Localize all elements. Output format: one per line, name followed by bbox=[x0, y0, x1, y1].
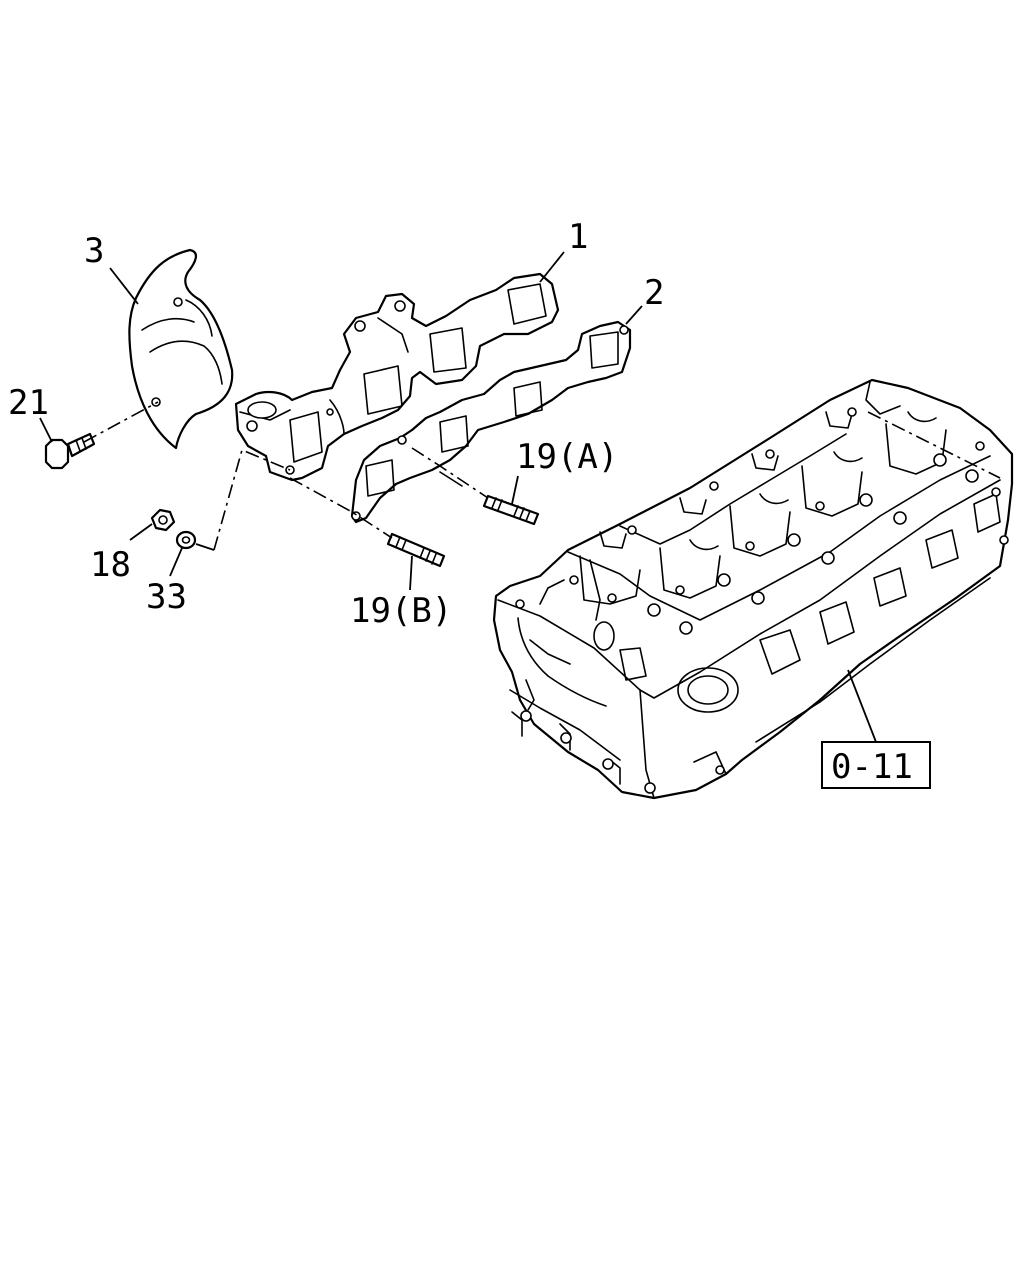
leader-lines bbox=[39, 251, 877, 743]
assembly-lines bbox=[83, 401, 489, 551]
heat-shield[interactable] bbox=[128, 248, 234, 450]
manifold-gasket[interactable] bbox=[350, 320, 632, 524]
stud-a[interactable] bbox=[482, 494, 540, 526]
bolt[interactable] bbox=[44, 432, 96, 470]
callout-33: 33 bbox=[146, 577, 187, 617]
callout-18: 18 bbox=[90, 545, 131, 585]
nut[interactable] bbox=[150, 508, 176, 532]
callout-labels: 1 2 3 21 18 33 19(A) 19(B) bbox=[8, 217, 664, 631]
callout-1: 1 bbox=[568, 217, 588, 257]
stud-b[interactable] bbox=[386, 532, 446, 568]
callout-3: 3 bbox=[84, 231, 104, 271]
cylinder-head[interactable] bbox=[492, 378, 1014, 800]
callout-19b: 19(B) bbox=[350, 591, 452, 631]
callout-19a: 19(A) bbox=[516, 437, 618, 477]
washer[interactable] bbox=[175, 530, 197, 550]
callout-2: 2 bbox=[644, 273, 664, 313]
reference-label: 0-11 bbox=[831, 747, 913, 787]
exhaust-manifold[interactable] bbox=[234, 272, 560, 482]
callout-21: 21 bbox=[8, 383, 49, 423]
reference-box[interactable]: 0-11 bbox=[821, 741, 931, 789]
